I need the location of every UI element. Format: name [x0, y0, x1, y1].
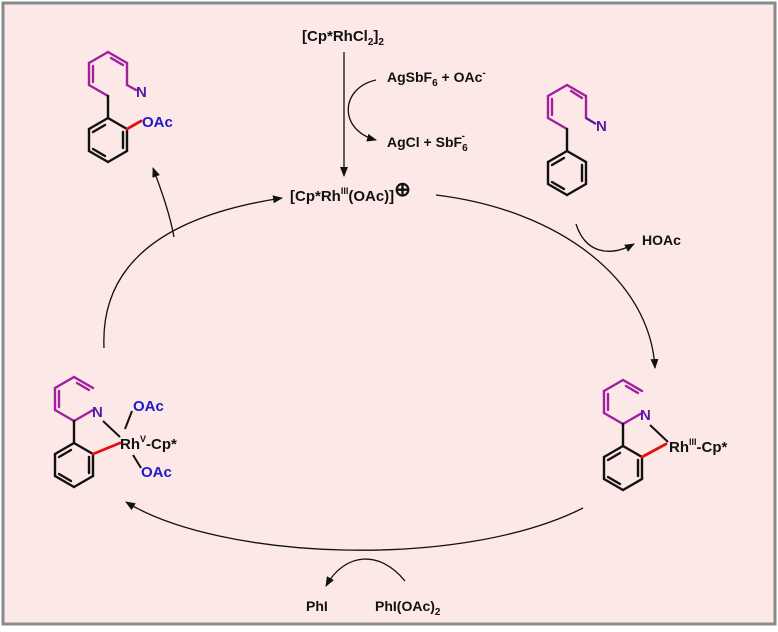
oxidant-label: PhI(OAc)2	[375, 598, 441, 618]
rhv-oac-top: OAc	[133, 398, 164, 415]
rhodacycle-nitrogen: N	[640, 407, 651, 424]
hoac-label: HOAc	[642, 232, 681, 248]
rhv-o-bond-top	[124, 410, 133, 430]
ch-activation-arrow	[435, 194, 659, 369]
rhodacycle-rh-iii: N RhIII-Cp*	[602, 378, 728, 492]
rhv-oac-bottom: OAc	[141, 464, 172, 481]
product-acetoxylated-arene: N OAc	[87, 50, 173, 164]
oxidative-addition-arrow	[125, 501, 584, 551]
product-new-co-bond	[125, 119, 143, 131]
salt-exchange-curve-arrow	[347, 79, 377, 142]
rhv-n-coordination	[102, 420, 121, 438]
product-oac-label: OAc	[142, 114, 173, 131]
additive-in-label: AgSbF6 + OAc-	[387, 68, 486, 89]
rh-v-bis-acetate-complex: N OAc OAc RhV-Cp*	[53, 375, 177, 489]
oxidant-curve-arrow	[325, 558, 406, 587]
active-catalyst-label: [Cp*RhIII(OAc)]⊕	[290, 179, 411, 205]
rhv-nitrogen: N	[92, 404, 103, 421]
product-release-arrow	[152, 167, 175, 238]
product-nitrogen: N	[136, 84, 147, 101]
rhodacycle-metal-label: RhIII-Cp*	[669, 437, 728, 456]
rhv-o-bond-bottom	[132, 454, 142, 469]
substrate-2-phenylpyridine: N	[546, 83, 607, 197]
rhv-rh-c-bond	[91, 441, 122, 456]
substrate-nitrogen: N	[596, 118, 607, 135]
additive-out-label: AgCl + SbF6-	[387, 131, 468, 154]
reduced-oxidant-label: PhI	[306, 598, 328, 614]
reductive-elimination-arrow	[103, 195, 283, 349]
rhodacycle-rh-c-bond	[640, 442, 668, 459]
precatalyst-label: [Cp*RhCl2]2	[302, 28, 384, 48]
rh-n-coordination	[649, 424, 669, 443]
rhv-metal-label: RhV-Cp*	[120, 434, 177, 453]
hoac-release-arrow	[575, 223, 635, 252]
